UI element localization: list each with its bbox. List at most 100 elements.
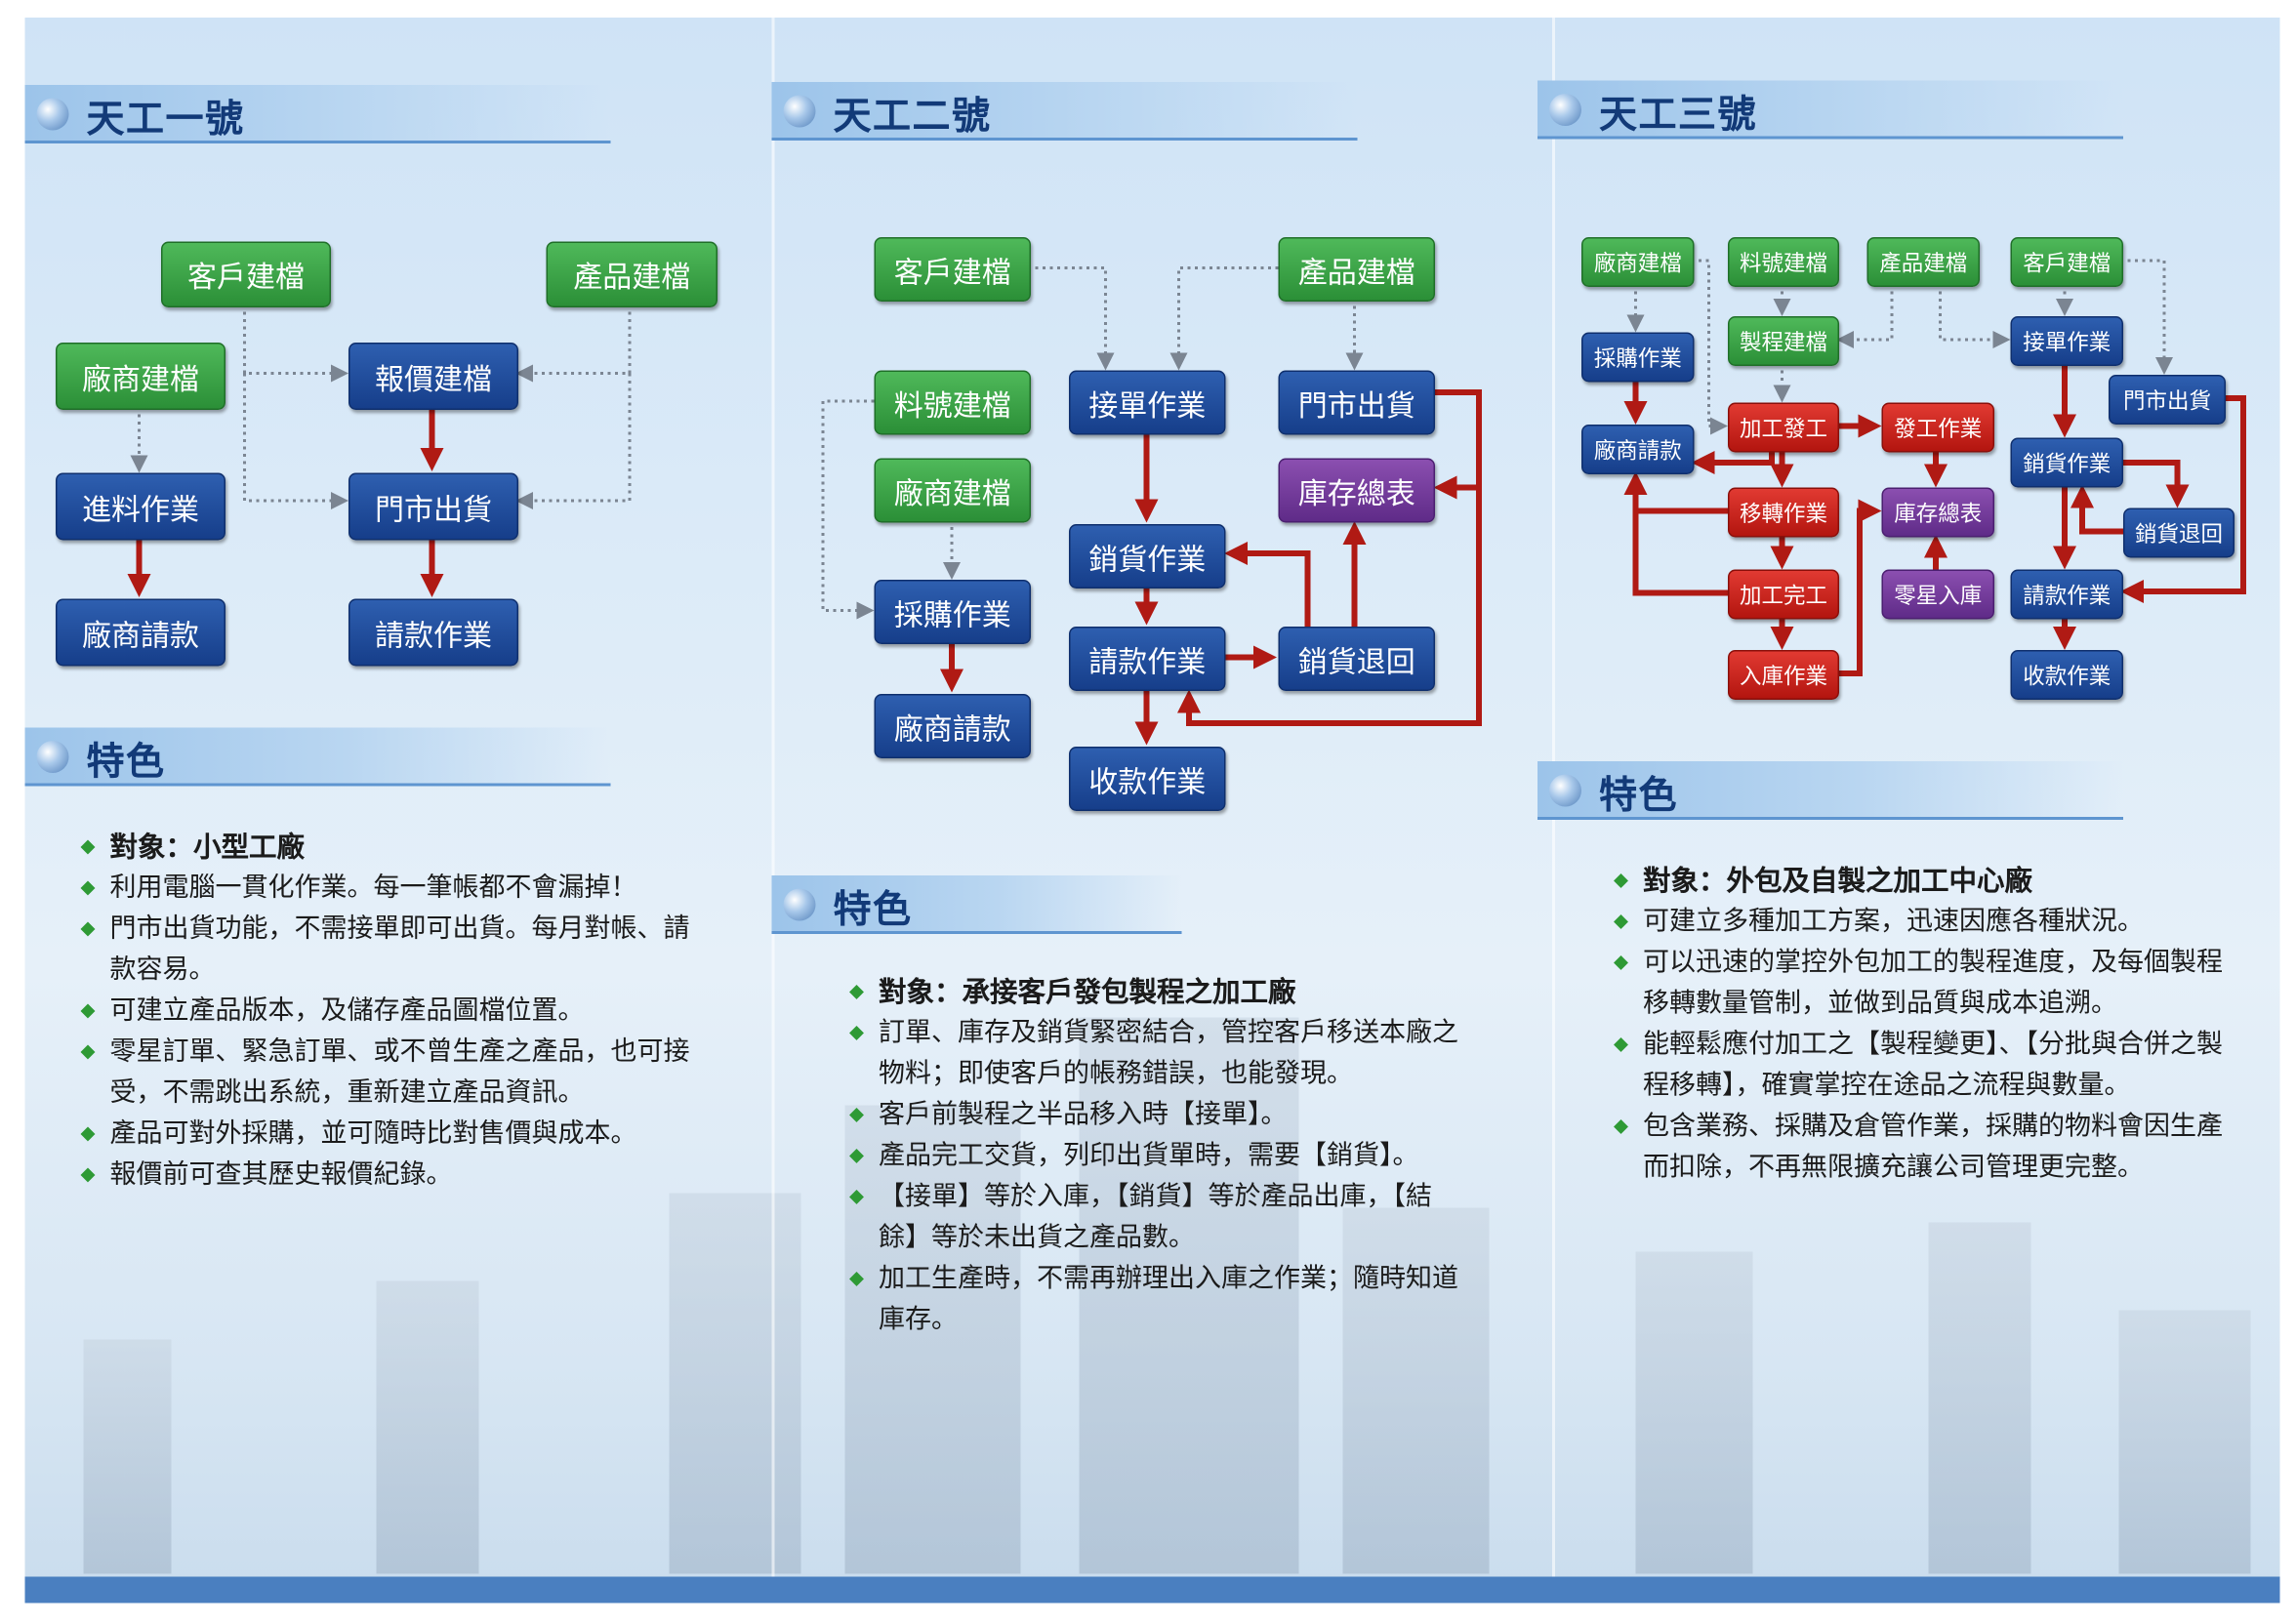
connector bbox=[2120, 460, 2190, 508]
features-list: 對象：小型工廠 利用電腦一貫化作業。每一筆帳都不會漏掉！ 門市出貨功能，不需接單… bbox=[81, 828, 696, 1197]
features-title: 特色 bbox=[86, 741, 166, 785]
flow-box-issue-op: 發工作業 bbox=[1881, 402, 1994, 453]
feature-item: 產品可對外採購，並可隨時比對售價與成本。 bbox=[81, 1115, 696, 1156]
features-title: 特色 bbox=[1599, 774, 1679, 819]
flow-box-product: 產品建檔 bbox=[1866, 237, 1980, 287]
flow-box-product: 產品建檔 bbox=[1278, 237, 1435, 302]
connector bbox=[1939, 284, 2011, 348]
flow-box-order: 接單作業 bbox=[1069, 370, 1226, 435]
flow-box-work-issue: 加工發工 bbox=[1728, 402, 1839, 453]
flow-box-quote: 報價建檔 bbox=[348, 343, 518, 410]
flow-box-material: 料號建檔 bbox=[1728, 237, 1839, 287]
panel-title: 天工一號 bbox=[86, 98, 245, 142]
connector bbox=[1028, 266, 1115, 371]
panel-title: 天工二號 bbox=[833, 95, 992, 140]
features-list: 對象：外包及自製之加工中心廠 可建立多種加工方案，迅速因應各種狀況。 可以迅速的… bbox=[1614, 861, 2236, 1189]
feature-item: 訂單、庫存及銷貨緊密結合，管控客戶移送本廠之物料；即使客戶的帳務錯誤，也能發現。 bbox=[849, 1013, 1464, 1095]
connector bbox=[1691, 449, 1775, 474]
feature-item: 可建立多種加工方案，迅速因應各種狀況。 bbox=[1614, 902, 2236, 943]
building-graphic bbox=[376, 1280, 479, 1574]
sphere-icon bbox=[36, 98, 69, 131]
connector bbox=[1169, 266, 1279, 371]
features-title: 特色 bbox=[833, 888, 913, 933]
feature-item: 報價前可查其歷史報價紀錄。 bbox=[81, 1156, 696, 1197]
sphere-icon bbox=[1549, 774, 1581, 807]
flow-box-vendor-pay: 廠商請款 bbox=[1581, 425, 1695, 474]
flow-box-stock-in: 入庫作業 bbox=[1728, 650, 1839, 700]
feature-item: 利用電腦一貫化作業。每一筆帳都不會漏掉！ bbox=[81, 869, 696, 910]
features-header: 特色 bbox=[1538, 761, 2123, 820]
flow-box-order: 接單作業 bbox=[2010, 316, 2123, 366]
flow-box-sales-return: 銷貨退回 bbox=[2123, 508, 2234, 558]
building-graphic bbox=[2118, 1310, 2251, 1574]
flow-box-billing: 請款作業 bbox=[2010, 569, 2123, 620]
flow-box-store-ship: 門市出貨 bbox=[2109, 375, 2226, 425]
section-header: 天工一號 bbox=[24, 85, 611, 143]
connector bbox=[1836, 284, 1894, 348]
panel-fold bbox=[771, 18, 775, 1604]
flow-box-inventory: 庫存總表 bbox=[1881, 487, 1994, 538]
flow-box-collection: 收款作業 bbox=[1069, 747, 1226, 811]
building-graphic bbox=[83, 1339, 172, 1574]
feature-item: 對象：承接客戶發包製程之加工廠 bbox=[849, 972, 1464, 1013]
connector bbox=[515, 304, 632, 383]
section-header: 天工二號 bbox=[771, 82, 1358, 141]
flow-box-store-ship: 門市出貨 bbox=[1278, 370, 1435, 435]
feature-item: 可以迅速的掌控外包加工的製程進度，及每個製程移轉數量管制，並做到品質與成本追溯。 bbox=[1614, 943, 2236, 1025]
flow-box-billing: 請款作業 bbox=[348, 598, 518, 667]
feature-item: 可建立產品版本，及儲存產品圖檔位置。 bbox=[81, 992, 696, 1033]
flow-box-vendor: 廠商建檔 bbox=[56, 343, 226, 410]
connector bbox=[1224, 542, 1311, 627]
flow-box-purchase: 採購作業 bbox=[1581, 332, 1695, 383]
bottom-band bbox=[24, 1576, 2280, 1604]
flow-box-vendor: 廠商建檔 bbox=[874, 458, 1031, 523]
feature-item: 產品完工交貨，列印出貨單時，需要【銷貨】。 bbox=[849, 1136, 1464, 1177]
connector bbox=[1632, 510, 1728, 596]
feature-item: 對象：小型工廠 bbox=[81, 828, 696, 869]
connector bbox=[1177, 389, 1482, 726]
connector bbox=[515, 373, 632, 509]
connector bbox=[2120, 395, 2246, 603]
flow-box-work-done: 加工完工 bbox=[1728, 569, 1839, 620]
features-header: 特色 bbox=[24, 727, 611, 787]
flow-box-product: 產品建檔 bbox=[546, 241, 718, 307]
building-graphic bbox=[1635, 1251, 1753, 1574]
connector bbox=[1691, 259, 1728, 435]
flow-box-customer: 客戶建檔 bbox=[874, 237, 1031, 302]
flow-box-vendor: 廠商建檔 bbox=[1581, 237, 1695, 287]
flow-box-receiving: 進料作業 bbox=[56, 472, 226, 541]
flow-box-material: 料號建檔 bbox=[874, 370, 1031, 435]
feature-item: 零星訂單、緊急訂單、或不曾生產之產品，也可接受，不需跳出系統，重新建立產品資訊。 bbox=[81, 1033, 696, 1115]
flow-box-billing: 請款作業 bbox=[1069, 627, 1226, 691]
feature-item: 對象：外包及自製之加工中心廠 bbox=[1614, 861, 2236, 902]
connector bbox=[821, 399, 875, 620]
feature-item: 能輕鬆應付加工之【製程變更】、【分批與合併之製程移轉】，確實掌控在途品之流程與數… bbox=[1614, 1025, 2236, 1107]
building-graphic bbox=[669, 1193, 801, 1574]
features-header: 特色 bbox=[771, 875, 1182, 934]
section-header: 天工三號 bbox=[1538, 80, 2123, 140]
sphere-icon bbox=[1549, 94, 1581, 126]
sphere-icon bbox=[783, 888, 816, 921]
connector bbox=[1623, 471, 1728, 514]
flow-box-sales: 銷貨作業 bbox=[2010, 437, 2123, 488]
flow-box-sales: 銷貨作業 bbox=[1069, 524, 1226, 589]
flow-box-inventory: 庫存總表 bbox=[1278, 458, 1435, 523]
flow-box-transfer: 移轉作業 bbox=[1728, 487, 1839, 538]
flow-box-process: 製程建檔 bbox=[1728, 316, 1839, 366]
features-list: 對象：承接客戶發包製程之加工廠 訂單、庫存及銷貨緊密結合，管控客戶移送本廠之物料… bbox=[849, 972, 1464, 1341]
flow-box-misc-in: 零星入庫 bbox=[1881, 569, 1994, 620]
connector bbox=[1836, 499, 1882, 676]
connector bbox=[243, 304, 348, 383]
flow-box-store-ship: 門市出貨 bbox=[348, 472, 518, 541]
connector bbox=[2120, 259, 2173, 375]
flow-box-customer: 客戶建檔 bbox=[2010, 237, 2123, 287]
connector bbox=[2070, 484, 2123, 535]
flow-box-collection: 收款作業 bbox=[2010, 650, 2123, 700]
building-graphic bbox=[1928, 1222, 2031, 1574]
sphere-icon bbox=[783, 95, 816, 128]
feature-item: 客戶前製程之半品移入時【接單】。 bbox=[849, 1095, 1464, 1136]
flow-box-customer: 客戶建檔 bbox=[161, 241, 331, 307]
flow-box-vendor-pay: 廠商請款 bbox=[874, 694, 1031, 758]
